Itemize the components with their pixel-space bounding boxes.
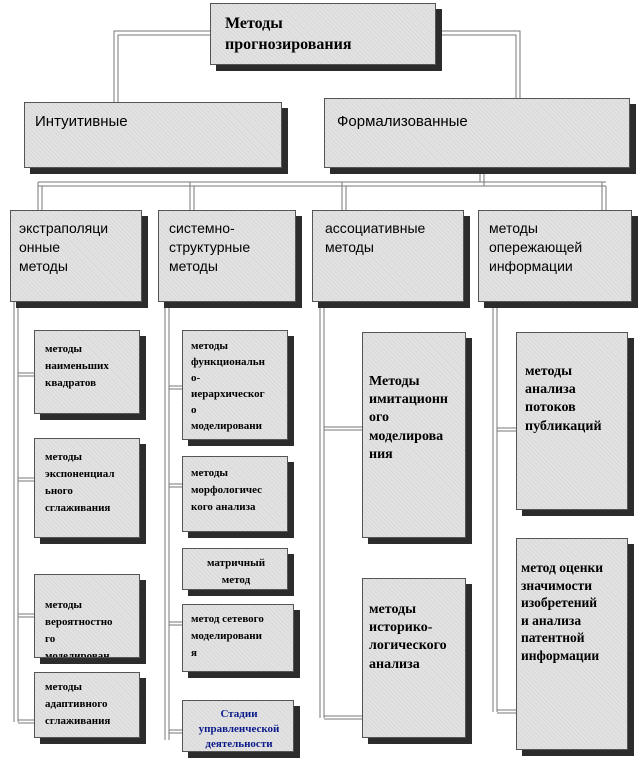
leaf-least-squares-label: методы наименьших квадратов [45,343,109,390]
group-advance-information: методы опережающей информации [478,210,632,302]
connector-group-advance [601,182,607,210]
group-associative: ассоциативные методы [312,210,464,302]
leaf-morphological-analysis: методы морфологичес кого анализа [182,456,288,532]
leaf-historical-logical: методы историко- логического анализа [362,578,466,738]
leaf-management-stages-label: Стадии управленческой деятельности [198,708,280,750]
leaf-functional-hierarchical-label: методы функциональн о- иерархическог о м… [191,340,265,432]
leaf-network-modeling-label: метод сетевого моделировани я [191,613,264,660]
connector-group-systemic [189,182,195,210]
leaf-invention-significance-label: метод оценки значимости изобретений и ан… [521,560,604,663]
leaf-adaptive-smoothing-label: методы адаптивного сглаживания [45,681,111,728]
connector-root-intuitive [113,30,210,102]
leaf-simulation-modeling: Методы имитационн ого моделирова ния [362,332,466,538]
leaf-probabilistic-modeling: методы вероятностно го моделирован [34,574,140,658]
group-advance-information-label: методы опережающей информации [489,220,583,274]
leaf-matrix-method: матричный метод [182,548,288,590]
connector-group-associative [341,182,347,210]
category-intuitive-label: Интуитивные [35,113,128,130]
trunk-systemic [164,300,170,740]
connector-root-formalized [430,30,521,98]
category-formalized-label: Формализованные [337,113,468,130]
leaf-functional-hierarchical: методы функциональн о- иерархическог о м… [182,330,288,440]
group-associative-label: ассоциативные методы [325,220,426,255]
leaf-probabilistic-modeling-label: методы вероятностно го моделирован [45,599,113,658]
leaf-exponential-smoothing-label: методы экспоненциал ьного сглаживания [45,451,115,515]
root-node: Методы прогнозирования [210,3,436,65]
leaf-management-stages: Стадии управленческой деятельности [182,700,294,752]
leaf-matrix-method-label: матричный метод [206,557,266,587]
trunk-associative [319,300,325,718]
leaf-invention-significance: метод оценки значимости изобретений и ан… [516,538,628,750]
leaf-exponential-smoothing: методы экспоненциал ьного сглаживания [34,438,140,538]
group-extrapolation-label: экстраполяци онные методы [19,220,109,274]
connector-group-extrapolation [37,182,43,210]
leaf-simulation-modeling-label: Методы имитационн ого моделирова ния [369,374,448,462]
leaf-publication-flow-label: методы анализа потоков публикаций [525,364,602,434]
leaf-morphological-analysis-label: методы морфологичес кого анализа [191,467,263,514]
category-formalized: Формализованные [324,98,630,168]
group-extrapolation: экстраполяци онные методы [10,210,142,302]
leaf-historical-logical-label: методы историко- логического анализа [369,602,447,672]
leaf-publication-flow: методы анализа потоков публикаций [516,332,628,510]
trunk-advance [492,300,498,712]
root-label: Методы прогнозирования [225,15,352,53]
group-systemic-label: системно- структурные методы [169,220,251,274]
group-systemic: системно- структурные методы [158,210,296,302]
leaf-least-squares: методы наименьших квадратов [34,330,140,414]
leaf-adaptive-smoothing: методы адаптивного сглаживания [34,672,140,738]
leaf-network-modeling: метод сетевого моделировани я [182,604,294,672]
category-intuitive: Интуитивные [24,102,282,168]
